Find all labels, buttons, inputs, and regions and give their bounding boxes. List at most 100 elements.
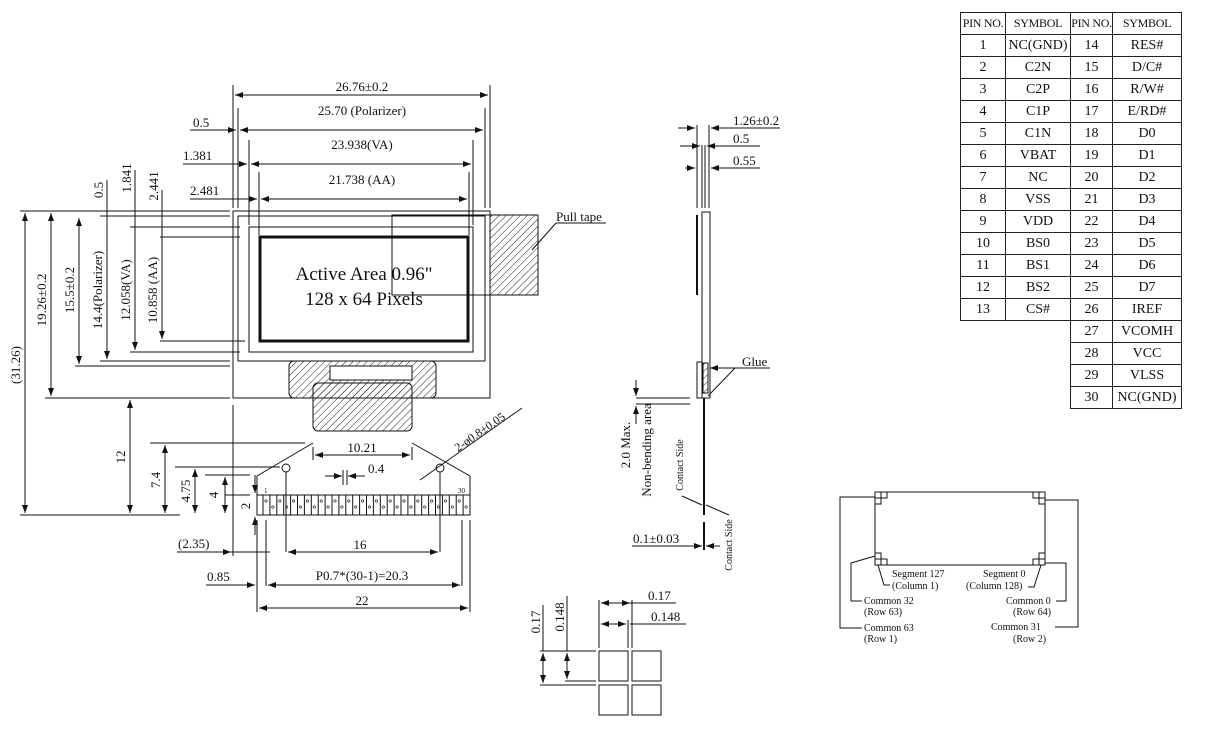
non-bending-label: Non-bending area xyxy=(639,403,654,497)
column-header: PIN NO. xyxy=(960,12,1006,35)
pin-number: 23 xyxy=(1070,232,1113,255)
dim-side-0-5: 0.5 xyxy=(733,131,749,146)
dim-aa-width: 21.738 (AA) xyxy=(329,172,395,187)
pin-number: 7 xyxy=(960,166,1006,189)
pin-via xyxy=(271,505,275,509)
active-area-text: Active Area 0.96" xyxy=(295,264,432,285)
dim-fpc-12: 12 xyxy=(113,451,128,464)
pin-number: 19 xyxy=(1070,144,1113,167)
contact-side-label-2: Contact Side xyxy=(724,519,735,571)
pin-symbol: D6 xyxy=(1112,254,1182,277)
pin-number: 24 xyxy=(1070,254,1113,277)
scan-direction-map: Segment 127 (Column 1) Segment 0 (Column… xyxy=(839,491,1079,645)
pull-tape xyxy=(489,214,539,296)
pin-symbol: D4 xyxy=(1112,210,1182,233)
front-view: Pull tape Active Area 0.96" 128 x 64 Pix… xyxy=(8,79,606,612)
pixel xyxy=(631,684,662,716)
dim-total-height: (31.26) xyxy=(8,346,23,384)
pin-symbol: BS2 xyxy=(1005,276,1071,299)
dim-fpc-width: 22 xyxy=(356,593,369,608)
pull-tape-label: Pull tape xyxy=(556,209,602,224)
pixel-pitch-h: 0.17 xyxy=(648,588,671,603)
horizontal-dimensions: 26.76±0.2 25.70 (Polarizer) 23.938(VA) 2… xyxy=(183,79,491,235)
pin-number: 4 xyxy=(960,100,1006,123)
pin-number: 18 xyxy=(1070,122,1113,145)
pixel-size-h: 0.148 xyxy=(651,609,680,624)
column-128-label: (Column 128) xyxy=(966,581,1022,592)
dim-aa-height: 10.858 (AA) xyxy=(145,257,160,323)
pin-symbol: D3 xyxy=(1112,188,1182,211)
pin-via xyxy=(430,499,434,503)
column-header: PIN NO. xyxy=(1070,12,1113,35)
pin-via xyxy=(464,505,468,509)
column-1-label: (Column 1) xyxy=(892,581,938,592)
dim-va-height: 12.058(VA) xyxy=(118,259,133,321)
column-header: SYMBOL xyxy=(1112,12,1182,35)
dim-fpc-thickness: 0.1±0.03 xyxy=(633,531,679,546)
pin-symbol: NC(GND) xyxy=(1112,386,1182,409)
pin-number: 9 xyxy=(960,210,1006,233)
dim-offset-polarizer-y: 0.5 xyxy=(91,182,106,198)
pin-symbol: R/W# xyxy=(1112,78,1182,101)
pin-via xyxy=(319,499,323,503)
dim-polarizer-width: 25.70 (Polarizer) xyxy=(318,103,406,118)
dim-offset-aa-y: 2.441 xyxy=(146,171,161,200)
pixel xyxy=(598,684,629,716)
viewing-area-outline xyxy=(248,226,474,353)
vertical-dimensions: (31.26) 19.26±0.2 15.5±0.2 14.4(Polarize… xyxy=(8,163,245,516)
corner-pixel xyxy=(1038,558,1046,566)
corner-pixel xyxy=(880,491,888,499)
pin-symbol: VDD xyxy=(1005,210,1071,233)
pin-symbol: C2N xyxy=(1005,56,1071,79)
pin-number: 8 xyxy=(960,188,1006,211)
pin-number: 28 xyxy=(1070,342,1113,365)
pin-number: 22 xyxy=(1070,210,1113,233)
hole-spec: 2-ø0.8±0.05 xyxy=(452,409,508,454)
contact-side-label-1: Contact Side xyxy=(675,439,686,491)
side-view: 1.26±0.2 0.5 0.55 Glue 2.0 Max. Non-bend… xyxy=(618,113,780,571)
pin-via xyxy=(361,499,365,503)
pin-symbol: C1N xyxy=(1005,122,1071,145)
dim-fpc-2: 2 xyxy=(238,503,253,510)
pin-number: 5 xyxy=(960,122,1006,145)
corner-pixel xyxy=(874,552,882,560)
pin-symbol: D2 xyxy=(1112,166,1182,189)
dim-glass-height: 15.5±0.2 xyxy=(62,267,77,313)
row-64-label: (Row 64) xyxy=(1013,607,1051,618)
pin-number: 30 xyxy=(1070,386,1113,409)
pin-via xyxy=(354,505,358,509)
pin-number: 13 xyxy=(960,298,1006,321)
pin-symbol: D0 xyxy=(1112,122,1182,145)
pin-via xyxy=(305,499,309,503)
pin-number: 11 xyxy=(960,254,1006,277)
dim-fpc-neck-width: 10.21 xyxy=(347,440,376,455)
pin-number: 10 xyxy=(960,232,1006,255)
pixel xyxy=(598,650,629,682)
pin-symbol: NC xyxy=(1005,166,1071,189)
dim-fpc-7-4: 7.4 xyxy=(148,471,163,488)
pin-via xyxy=(326,505,330,509)
pixel-size-v: 0.148 xyxy=(552,602,567,631)
pin-30-marker: 30 xyxy=(458,487,466,495)
pin-symbol: E/RD# xyxy=(1112,100,1182,123)
pin-symbol: D5 xyxy=(1112,232,1182,255)
fpc-neck xyxy=(312,382,413,432)
dim-pin-pitch: P0.7*(30-1)=20.3 xyxy=(316,568,409,583)
pin-number: 14 xyxy=(1070,34,1113,57)
corner-pixel xyxy=(874,497,882,505)
pin-via xyxy=(450,505,454,509)
pixel-count-text: 128 x 64 Pixels xyxy=(305,289,423,310)
dim-offset-va-x: 1.381 xyxy=(183,148,212,163)
pin-via xyxy=(416,499,420,503)
dim-2-35: (2.35) xyxy=(178,536,209,551)
